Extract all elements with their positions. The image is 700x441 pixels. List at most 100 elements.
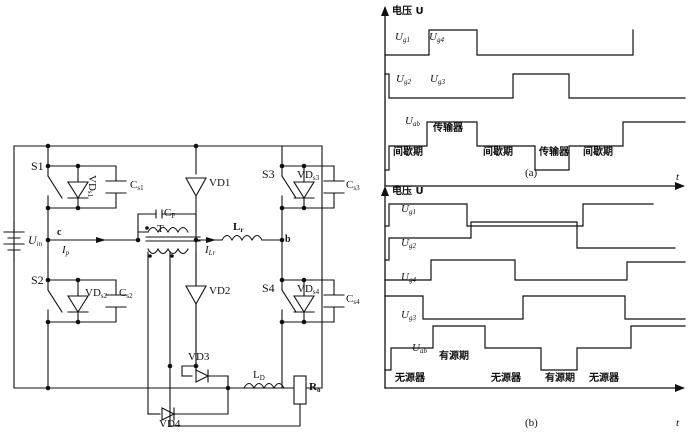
panel-a-xlabel: t xyxy=(676,171,680,183)
cap-label-cs4: Cs4 xyxy=(346,293,360,306)
panel-b-label-ug1: Ug1 xyxy=(401,203,416,216)
primary-dot xyxy=(145,226,149,230)
cs1-plates xyxy=(105,180,127,194)
panel-a-annot-3: 传输器 xyxy=(539,147,569,158)
panel-b-yarrow xyxy=(381,186,389,196)
panel-b-trace-ug4 xyxy=(384,259,686,281)
vd3-symbol xyxy=(195,369,210,383)
ro-body xyxy=(293,375,307,405)
cs3-plates xyxy=(323,180,345,194)
s1-snubber-rails xyxy=(47,165,117,209)
vds3-symbol xyxy=(293,181,315,200)
node-label-c: c xyxy=(57,227,62,238)
s4-blade xyxy=(281,289,297,313)
s2-snubber-rails xyxy=(47,279,117,323)
panel-a-ylabel: 电压 U xyxy=(392,6,424,17)
diode-label-vd3: VD3 xyxy=(188,351,210,363)
diode-label-vd2: VD2 xyxy=(209,285,231,297)
panel-a-yarrow xyxy=(381,6,389,16)
panel-b-annot-3: 有源期 xyxy=(545,373,575,384)
vds2-symbol xyxy=(67,295,89,314)
switch-label-s3: S3 xyxy=(262,167,275,181)
cap-label-cs3: Cs3 xyxy=(346,179,360,192)
s1-blade xyxy=(47,175,63,199)
switch-label-s4: S4 xyxy=(262,281,275,295)
cap-label-cs2: Cs2 xyxy=(119,287,133,300)
current-label-ilr: ILr xyxy=(205,244,216,257)
diode-label-vds4: VDs4 xyxy=(297,283,320,296)
diode-label-vds1: VDs1 xyxy=(86,175,98,198)
switch-label-s1: S1 xyxy=(31,159,44,173)
transformer-label: T xyxy=(157,223,164,235)
waveform-panel-b xyxy=(381,186,686,392)
panel-a-trace-ug1ug4 xyxy=(384,29,634,56)
vd2-symbol xyxy=(185,285,207,306)
vds1-symbol xyxy=(67,181,89,200)
vds4-symbol xyxy=(293,295,315,314)
secondary-dot-2 xyxy=(170,254,174,258)
transformer-primary xyxy=(145,226,201,242)
panel-b-annot-2: 无源器 xyxy=(491,373,521,384)
panel-b-caption: (b) xyxy=(525,417,538,429)
panel-a-annot-1: 间歇期 xyxy=(393,147,423,158)
junction-dots xyxy=(45,143,307,391)
panel-b-annot-1: 无源器 xyxy=(395,373,425,384)
panel-b-ylabel: 电压 U xyxy=(392,186,424,197)
panel-b-xarrow xyxy=(675,384,685,392)
panel-b-annot-0: 有源期 xyxy=(439,351,469,362)
cs2-plates xyxy=(105,294,127,308)
switch-label-s2: S2 xyxy=(31,273,44,287)
panel-b-annot-4: 无源器 xyxy=(589,373,619,384)
cs4-plates xyxy=(323,294,345,308)
secondary-dot-1 xyxy=(148,254,152,258)
transformer-secondary xyxy=(147,247,189,255)
cp-left-lead xyxy=(137,213,157,233)
waveform-panel-a xyxy=(381,6,686,190)
panel-a-xarrow xyxy=(675,182,685,190)
lr-coil xyxy=(221,234,263,242)
diode-label-vds2: VDs2 xyxy=(85,287,108,300)
cap-label-cs1: Cs1 xyxy=(130,179,144,192)
panel-a-annot-0: 传输器 xyxy=(433,123,463,134)
panel-b-xlabel: t xyxy=(676,417,680,429)
diode-label-vd1: VD1 xyxy=(209,177,231,189)
circuit-schematic xyxy=(3,143,345,427)
dc-source-symbol xyxy=(3,221,25,263)
panel-b-trace-ug1 xyxy=(384,203,654,227)
panel-b-label-ug4: Ug4 xyxy=(401,271,416,284)
cp-plates xyxy=(155,209,163,219)
current-arrows xyxy=(96,237,216,243)
inductor-label-ld: LD xyxy=(253,369,265,382)
ld-coil xyxy=(243,382,285,390)
ro-return xyxy=(169,365,301,427)
inductor-label-lr: Lr xyxy=(233,221,244,234)
panel-b-label-ug2: Ug2 xyxy=(401,237,416,250)
load-label-ro: Ro xyxy=(309,381,321,394)
current-label-ip: Ip xyxy=(62,244,70,257)
vd1-symbol xyxy=(185,177,207,198)
vd4-out-lead xyxy=(173,375,229,415)
panel-a-label-uab: Uab xyxy=(405,115,420,128)
panel-a-trace-uab xyxy=(384,121,686,171)
s3-blade xyxy=(281,175,297,199)
vd3-in-lead xyxy=(181,365,197,377)
panel-b-trace-uab xyxy=(384,325,686,371)
panel-a-caption: (a) xyxy=(525,167,538,179)
diode-label-vd4: VD4 xyxy=(159,418,181,430)
panel-a-label-ug1: Ug1 xyxy=(395,31,410,44)
panel-a-trace-ug2ug3 xyxy=(384,73,686,99)
panel-a-annot-4: 间歇期 xyxy=(583,147,613,158)
s2-blade xyxy=(47,289,63,313)
panel-b-label-ug3: Ug3 xyxy=(401,309,416,322)
s3-snubber-rails xyxy=(281,165,335,209)
node-label-b: b xyxy=(285,234,291,245)
panel-a-label-ug3: Ug3 xyxy=(430,73,445,86)
panel-b-trace-ug2 xyxy=(384,221,676,261)
panel-a-label-ug2: Ug2 xyxy=(396,73,411,86)
panel-b-label-uab: Uab xyxy=(412,342,427,355)
panel-a-label-ug4: Ug4 xyxy=(429,31,444,44)
s4-snubber-rails xyxy=(281,279,335,323)
diode-label-vds3: VDs3 xyxy=(297,169,320,182)
